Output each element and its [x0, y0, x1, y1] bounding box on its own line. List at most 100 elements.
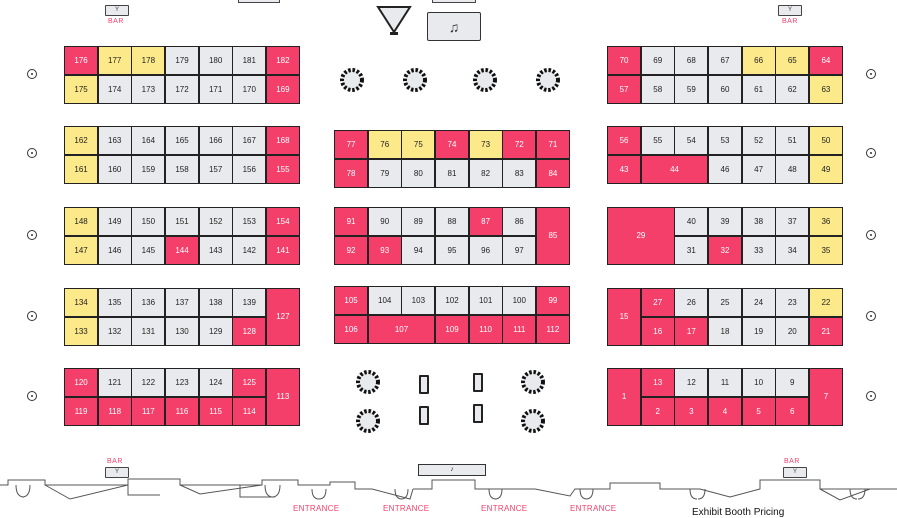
- round-table-icon[interactable]: [356, 409, 380, 433]
- booth-134[interactable]: 134: [65, 289, 98, 316]
- booth-105[interactable]: 105: [335, 287, 368, 314]
- booth-53[interactable]: 53: [708, 127, 742, 154]
- booth-129[interactable]: 129: [199, 317, 232, 345]
- booth-37[interactable]: 37: [776, 208, 809, 235]
- booth-178[interactable]: 178: [132, 47, 165, 74]
- booth-90[interactable]: 90: [368, 208, 401, 235]
- booth-150[interactable]: 150: [132, 208, 165, 235]
- bar-counter-top-right[interactable]: Y: [778, 5, 802, 16]
- booth-73[interactable]: 73: [469, 131, 502, 158]
- booth-59[interactable]: 59: [675, 75, 708, 103]
- booth-24[interactable]: 24: [742, 289, 775, 316]
- booth-181[interactable]: 181: [233, 47, 266, 74]
- booth-27[interactable]: 27: [641, 289, 674, 316]
- booth-84[interactable]: 84: [536, 159, 569, 187]
- booth-148[interactable]: 148: [65, 208, 98, 235]
- booth-130[interactable]: 130: [165, 317, 199, 345]
- booth-147[interactable]: 147: [65, 236, 98, 264]
- booth-72[interactable]: 72: [503, 131, 536, 158]
- booth-9[interactable]: 9: [776, 369, 809, 396]
- booth-112[interactable]: 112: [536, 315, 569, 343]
- entrance-label[interactable]: ENTRANCE: [570, 504, 617, 513]
- booth-173[interactable]: 173: [132, 75, 165, 103]
- booth-119[interactable]: 119: [65, 397, 98, 425]
- booth-146[interactable]: 146: [98, 236, 131, 264]
- booth-157[interactable]: 157: [199, 155, 232, 183]
- booth-171[interactable]: 171: [199, 75, 232, 103]
- booth-48[interactable]: 48: [776, 155, 809, 183]
- booth-86[interactable]: 86: [503, 208, 536, 235]
- booth-75[interactable]: 75: [402, 131, 435, 158]
- booth-123[interactable]: 123: [165, 369, 199, 396]
- booth-136[interactable]: 136: [132, 289, 165, 316]
- booth-97[interactable]: 97: [503, 236, 536, 264]
- booth-159[interactable]: 159: [132, 155, 165, 183]
- booth-182[interactable]: 182: [266, 47, 299, 74]
- booth-39[interactable]: 39: [708, 208, 742, 235]
- booth-33[interactable]: 33: [742, 236, 775, 264]
- booth-103[interactable]: 103: [402, 287, 435, 314]
- booth-174[interactable]: 174: [98, 75, 131, 103]
- booth-124[interactable]: 124: [199, 369, 232, 396]
- booth-137[interactable]: 137: [165, 289, 199, 316]
- round-table-icon[interactable]: [473, 68, 497, 92]
- booth-110[interactable]: 110: [469, 315, 502, 343]
- booth-60[interactable]: 60: [708, 75, 742, 103]
- booth-62[interactable]: 62: [776, 75, 809, 103]
- booth-118[interactable]: 118: [98, 397, 131, 425]
- booth-74[interactable]: 74: [435, 131, 469, 158]
- booth-107[interactable]: 107: [368, 315, 435, 343]
- booth-67[interactable]: 67: [708, 47, 742, 74]
- booth-11[interactable]: 11: [708, 369, 742, 396]
- booth-23[interactable]: 23: [776, 289, 809, 316]
- booth-1[interactable]: 1: [608, 369, 641, 425]
- booth-91[interactable]: 91: [335, 208, 368, 235]
- booth-81[interactable]: 81: [435, 159, 469, 187]
- stage-music-box[interactable]: ♫: [427, 12, 481, 41]
- booth-22[interactable]: 22: [809, 289, 842, 316]
- booth-152[interactable]: 152: [199, 208, 232, 235]
- booth-180[interactable]: 180: [199, 47, 232, 74]
- booth-6[interactable]: 6: [776, 397, 809, 425]
- booth-122[interactable]: 122: [132, 369, 165, 396]
- booth-165[interactable]: 165: [165, 127, 199, 154]
- booth-92[interactable]: 92: [335, 236, 368, 264]
- booth-87[interactable]: 87: [469, 208, 502, 235]
- entrance-label[interactable]: ENTRANCE: [293, 504, 340, 513]
- booth-158[interactable]: 158: [165, 155, 199, 183]
- booth-169[interactable]: 169: [266, 75, 299, 103]
- booth-5[interactable]: 5: [742, 397, 775, 425]
- booth-80[interactable]: 80: [402, 159, 435, 187]
- booth-162[interactable]: 162: [65, 127, 98, 154]
- booth-58[interactable]: 58: [641, 75, 674, 103]
- booth-109[interactable]: 109: [435, 315, 469, 343]
- booth-82[interactable]: 82: [469, 159, 502, 187]
- booth-65[interactable]: 65: [776, 47, 809, 74]
- booth-31[interactable]: 31: [675, 236, 708, 264]
- booth-143[interactable]: 143: [199, 236, 232, 264]
- booth-32[interactable]: 32: [708, 236, 742, 264]
- booth-61[interactable]: 61: [742, 75, 775, 103]
- bar-counter-bottom-left[interactable]: Y: [105, 467, 129, 478]
- booth-117[interactable]: 117: [132, 397, 165, 425]
- booth-7[interactable]: 7: [809, 369, 842, 425]
- booth-26[interactable]: 26: [675, 289, 708, 316]
- booth-177[interactable]: 177: [98, 47, 131, 74]
- booth-68[interactable]: 68: [675, 47, 708, 74]
- booth-66[interactable]: 66: [742, 47, 775, 74]
- booth-127[interactable]: 127: [266, 289, 299, 345]
- booth-56[interactable]: 56: [608, 127, 641, 154]
- booth-15[interactable]: 15: [608, 289, 641, 345]
- booth-139[interactable]: 139: [233, 289, 266, 316]
- booth-113[interactable]: 113: [266, 369, 299, 425]
- bar-counter-bottom-right[interactable]: Y: [783, 467, 807, 478]
- booth-54[interactable]: 54: [675, 127, 708, 154]
- booth-85[interactable]: 85: [536, 208, 569, 264]
- booth-161[interactable]: 161: [65, 155, 98, 183]
- round-table-icon[interactable]: [340, 68, 364, 92]
- booth-71[interactable]: 71: [536, 131, 569, 158]
- booth-101[interactable]: 101: [469, 287, 502, 314]
- booth-166[interactable]: 166: [199, 127, 232, 154]
- booth-21[interactable]: 21: [809, 317, 842, 345]
- booth-175[interactable]: 175: [65, 75, 98, 103]
